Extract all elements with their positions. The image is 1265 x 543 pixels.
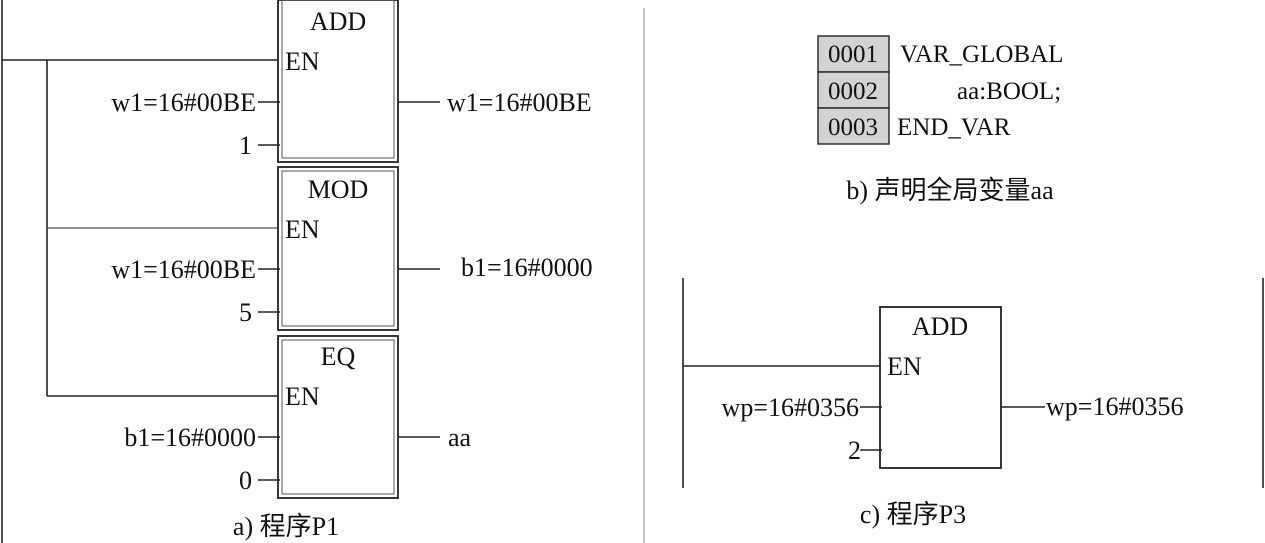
eq-in2-label: 0 xyxy=(239,466,252,495)
line-number-cell-1 xyxy=(817,35,890,73)
mod-block: MOD EN w1=16#00BE 5 b1=16#0000 xyxy=(111,166,593,331)
add-block-inner xyxy=(281,0,395,159)
add-c-out-label: wp=16#0356 xyxy=(1046,392,1183,421)
add-in2-label: 1 xyxy=(239,131,252,160)
add-out-label: w1=16#00BE xyxy=(447,88,592,117)
mod-block-box xyxy=(277,166,399,331)
add-block-en: EN xyxy=(285,47,320,76)
caption-a: a) 程序P1 xyxy=(233,512,339,541)
eq-block-box xyxy=(277,335,399,499)
mod-in2-label: 5 xyxy=(239,298,252,327)
panel-c-program-p3: ADD EN wp=16#0356 2 wp=16#0356 c) 程序P3 xyxy=(682,278,1264,529)
eq-block: EQ EN b1=16#0000 0 aa xyxy=(124,335,472,499)
add-block-c-en: EN xyxy=(887,352,922,381)
line-number-3: 0003 xyxy=(828,114,878,141)
add-block-c-box xyxy=(879,306,1002,469)
add-in1-label: w1=16#00BE xyxy=(111,88,256,117)
code-line-3: END_VAR xyxy=(897,114,1011,141)
code-line-1: VAR_GLOBAL xyxy=(900,41,1063,68)
eq-block-inner xyxy=(281,339,395,495)
line-number-cell-2 xyxy=(817,71,890,109)
mod-block-en: EN xyxy=(285,215,320,244)
line-number-2: 0002 xyxy=(828,78,878,105)
mod-in1-label: w1=16#00BE xyxy=(111,255,256,284)
add-block-title: ADD xyxy=(310,7,366,36)
eq-block-title: EQ xyxy=(321,342,356,371)
line-number-cell-3 xyxy=(817,107,890,145)
add-block-c-title: ADD xyxy=(912,312,968,341)
eq-block-en: EN xyxy=(285,382,320,411)
code-line-2: aa:BOOL; xyxy=(957,78,1061,105)
eq-out-label: aa xyxy=(448,423,472,452)
mod-out-label: b1=16#0000 xyxy=(461,253,593,282)
panel-a-program-p1: ADD EN w1=16#00BE 1 w1=16#00BE MOD EN w1… xyxy=(1,0,593,543)
mod-block-inner xyxy=(281,170,395,327)
line-number-1: 0001 xyxy=(828,41,878,68)
caption-c: c) 程序P3 xyxy=(860,500,966,529)
caption-b: b) 声明全局变量aa xyxy=(846,176,1054,205)
add-block-box xyxy=(277,0,399,163)
add-c-in2-label: 2 xyxy=(848,436,861,465)
panel-b-global-declaration: 0001 0002 0003 VAR_GLOBAL aa:BOOL; END_V… xyxy=(817,35,1063,205)
add-block: ADD EN w1=16#00BE 1 w1=16#00BE xyxy=(111,0,592,163)
eq-in1-label: b1=16#0000 xyxy=(124,423,256,452)
mod-block-title: MOD xyxy=(308,175,369,204)
add-c-in1-label: wp=16#0356 xyxy=(722,393,859,422)
